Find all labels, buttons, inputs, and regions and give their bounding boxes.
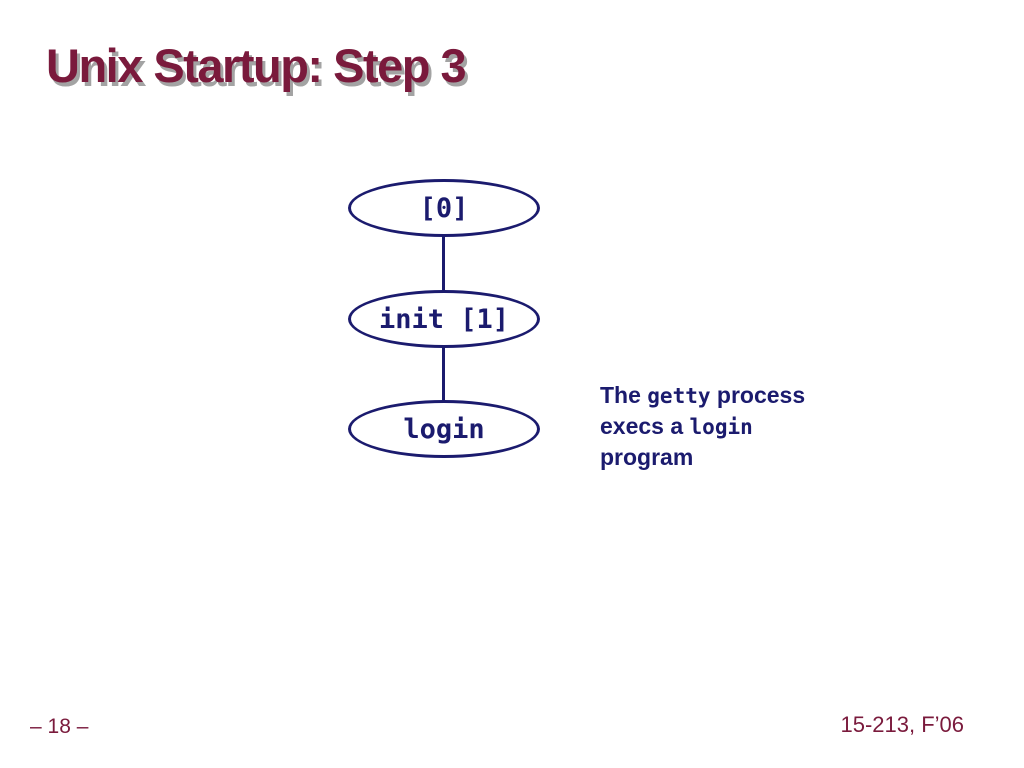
process-node-0: [0] (348, 179, 540, 237)
process-node-0-label: [0] (419, 192, 469, 224)
edge-0-to-init (442, 236, 445, 292)
annotation-line-1: The getty process (600, 380, 870, 411)
annotation-line1-code: getty (647, 384, 711, 408)
annotation-line1-tail: process (710, 382, 806, 408)
annotation-line2-text: execs a (600, 413, 690, 439)
process-node-init-label: init [1] (378, 303, 510, 335)
edge-init-to-login (442, 346, 445, 402)
annotation-line3-text: program (600, 444, 694, 470)
annotation-line-2: execs a login (600, 411, 870, 442)
process-node-login: login (348, 400, 540, 458)
page-title: Unix Startup: Step 3 (46, 39, 467, 92)
slide-page-number: – 18 – (30, 715, 89, 738)
process-node-init: init [1] (348, 290, 540, 348)
process-node-login-label: login (403, 413, 485, 445)
course-label: 15-213, F’06 (840, 712, 964, 737)
annotation-line-3: program (600, 442, 870, 472)
annotation-text: The getty process execs a login program (600, 380, 870, 472)
annotation-line2-code: login (689, 415, 753, 439)
annotation-line1-text: The (600, 382, 648, 408)
